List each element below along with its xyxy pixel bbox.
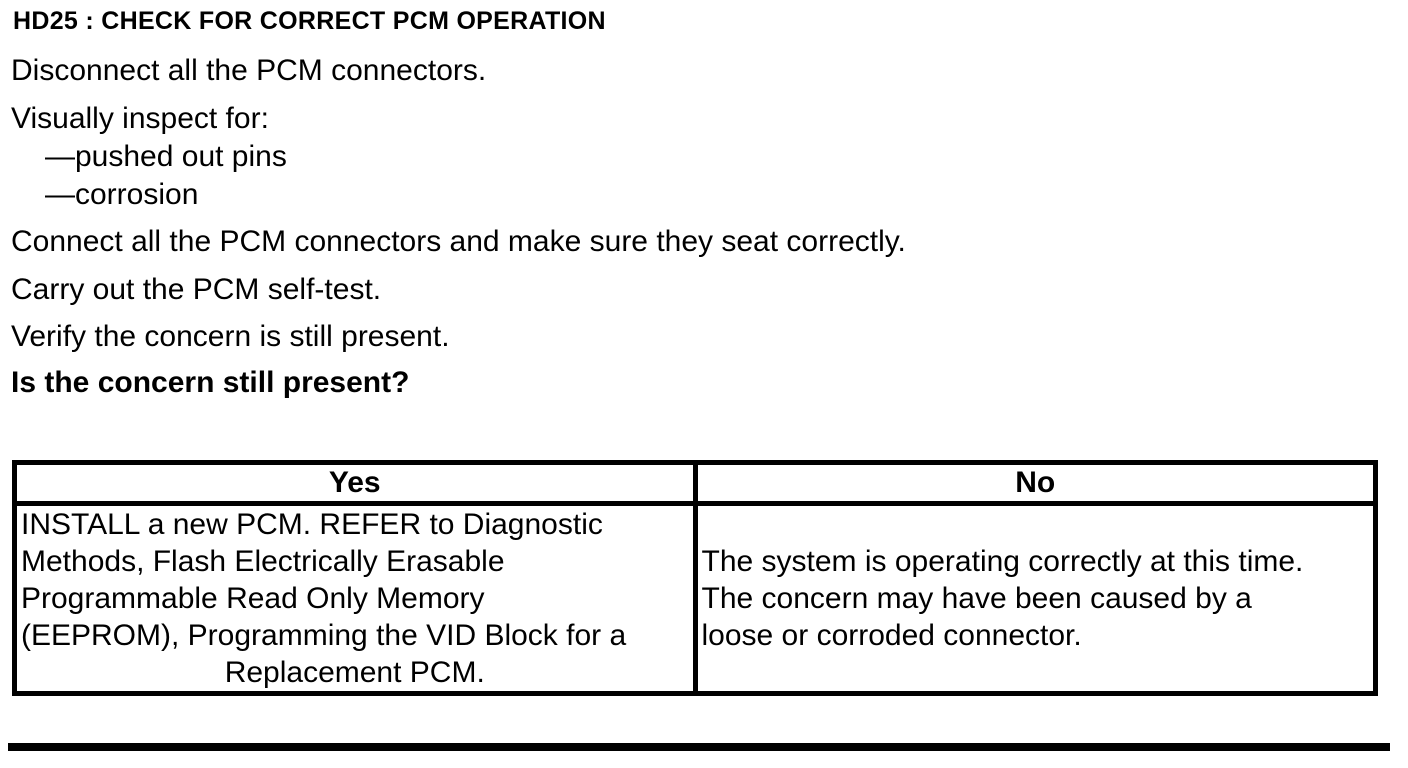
step-visually-inspect: Visually inspect for: bbox=[11, 102, 269, 135]
inspect-item-pushed-out-pins: —pushed out pins bbox=[45, 140, 287, 173]
yes-action-line: Methods, Flash Electrically Erasable bbox=[21, 545, 505, 578]
step-self-test: Carry out the PCM self-test. bbox=[11, 273, 382, 306]
yes-action-cell: INSTALL a new PCM. REFER to Diagnostic M… bbox=[12, 501, 698, 696]
no-action-line: The concern may have been caused by a bbox=[701, 582, 1252, 615]
decision-question: Is the concern still present? bbox=[11, 366, 410, 399]
step-connect-connectors: Connect all the PCM connectors and make … bbox=[11, 225, 906, 258]
step-disconnect-connectors: Disconnect all the PCM connectors. bbox=[11, 54, 487, 87]
yes-action-line: INSTALL a new PCM. REFER to Diagnostic bbox=[21, 508, 603, 541]
no-action-cell: The system is operating correctly at thi… bbox=[692, 501, 1378, 696]
yes-action-line: (EEPROM), Programming the VID Block for … bbox=[21, 619, 627, 652]
no-action-line: The system is operating correctly at thi… bbox=[701, 545, 1304, 578]
yes-action-line: Programmable Read Only Memory bbox=[21, 582, 485, 615]
yes-action-line: Replacement PCM. bbox=[224, 656, 485, 689]
yes-column-header: Yes bbox=[12, 460, 698, 506]
results-header-row: Yes No bbox=[12, 460, 1378, 506]
no-column-header: No bbox=[692, 460, 1378, 506]
no-action-line: loose or corroded connector. bbox=[701, 619, 1082, 652]
bottom-rule bbox=[8, 743, 1390, 751]
procedure-title: HD25 : CHECK FOR CORRECT PCM OPERATION bbox=[13, 7, 606, 35]
step-verify-concern: Verify the concern is still present. bbox=[11, 320, 450, 353]
inspect-item-corrosion: —corrosion bbox=[45, 178, 199, 211]
results-body-row: INSTALL a new PCM. REFER to Diagnostic M… bbox=[12, 501, 1378, 696]
results-table: Yes No INSTALL a new PCM. REFER to Diagn… bbox=[12, 460, 1378, 696]
